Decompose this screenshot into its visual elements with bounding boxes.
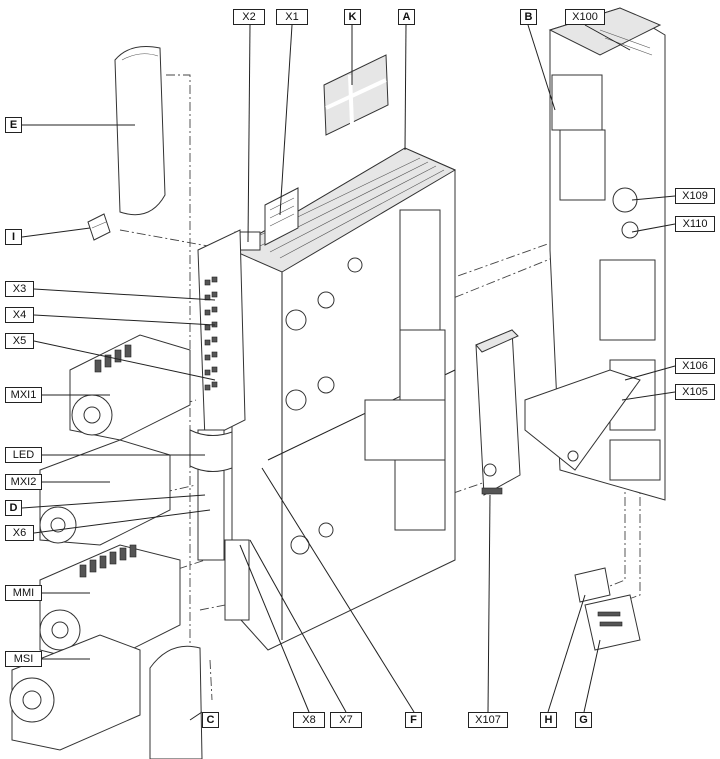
callout-c: C [202,712,219,728]
connector-i [87,213,111,241]
callout-x2: X2 [233,9,265,25]
callout-x105: X105 [675,384,715,400]
callout-x7: X7 [330,712,362,728]
label-sticker-k [323,54,389,136]
callout-x107: X107 [468,712,508,728]
callout-e: E [5,117,22,133]
callout-x109: X109 [675,188,715,204]
callout-x3: X3 [5,281,34,297]
callout-mmi: MMI [5,585,42,601]
main-module-a [230,147,457,651]
callout-mxi1: MXI1 [5,387,42,403]
callout-x100: X100 [565,9,605,25]
leader-lines [21,24,676,721]
callout-x6: X6 [5,525,34,541]
option-module-mxi1 [69,334,191,441]
callout-x4: X4 [5,307,34,323]
led-band [189,429,233,472]
callout-x106: X106 [675,358,715,374]
callout-i: I [5,229,22,245]
cover-e [114,46,166,216]
module-x107 [475,329,521,496]
callout-x110: X110 [675,216,715,232]
cover-c [149,645,203,759]
callout-k: K [344,9,361,25]
callout-g: G [575,712,592,728]
callout-d: D [5,500,22,516]
callout-mxi2: MXI2 [5,474,42,490]
callout-a: A [398,9,415,25]
callout-x8: X8 [293,712,325,728]
callout-x5: X5 [5,333,34,349]
option-module-mxi2 [39,439,171,546]
callout-x1: X1 [276,9,308,25]
option-module-mmi [39,544,181,666]
option-module-msi [9,634,141,751]
callout-msi: MSI [5,651,42,667]
callout-led: LED [5,447,42,463]
callout-f: F [405,712,422,728]
callout-h: H [540,712,557,728]
callout-b: B [520,9,537,25]
parts-h-g [574,567,641,651]
